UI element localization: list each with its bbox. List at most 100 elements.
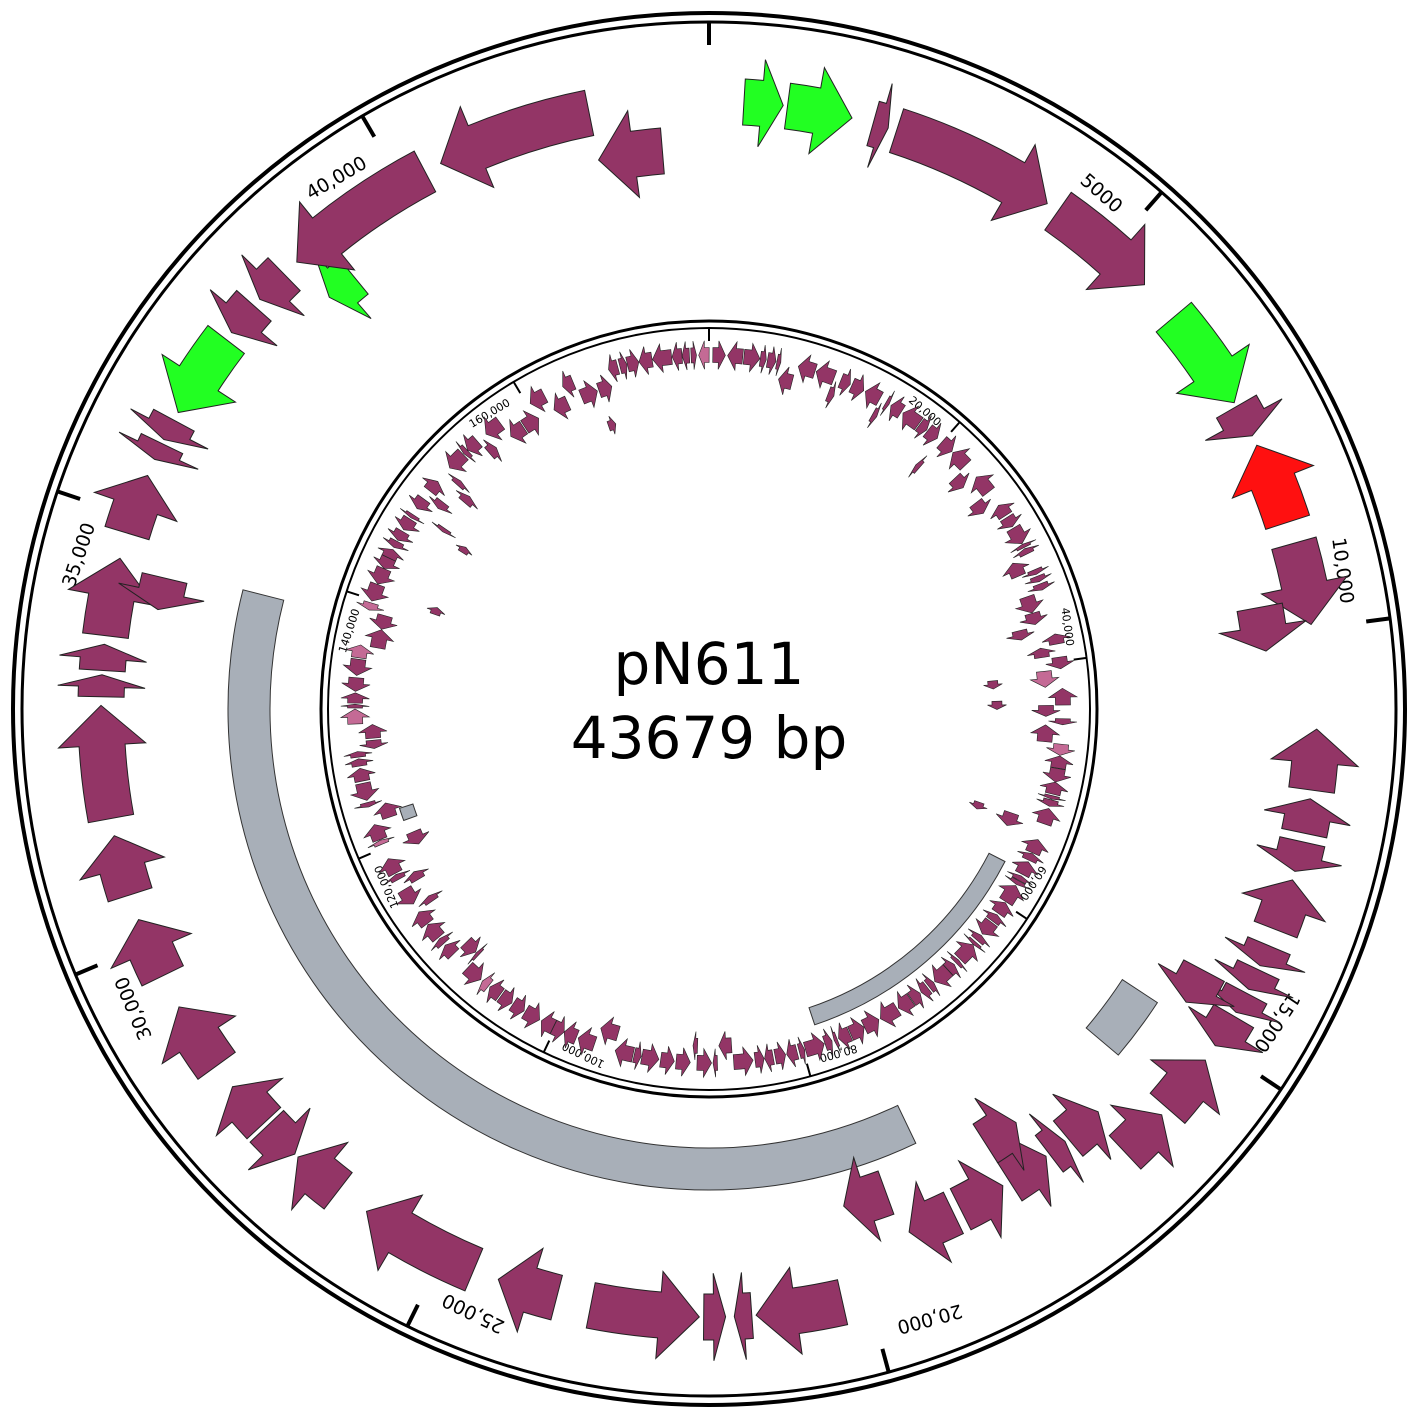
- inner-gene-arrow: [418, 890, 443, 908]
- inner-gene-arrow: [373, 802, 403, 820]
- inner-gene-arrow: [1031, 808, 1061, 827]
- inner-gene-arrow: [712, 340, 726, 370]
- gene-arrow: [209, 289, 278, 347]
- inner-tick: [950, 421, 961, 433]
- inner-gene-arrow: [1042, 766, 1071, 783]
- mobile-element-region: [227, 589, 917, 1191]
- gene-arrow: [1157, 959, 1235, 1007]
- inner-gene-arrow: [358, 724, 388, 740]
- inner-gene-arrow: [998, 885, 1025, 907]
- inner-gene-arrow: [496, 987, 515, 1011]
- inner-gene-arrow: [345, 644, 374, 660]
- inner-gene-arrow: [967, 928, 991, 948]
- inner-gene-arrow: [359, 739, 389, 749]
- inner-gene-arrow: [995, 810, 1024, 826]
- inner-gene-arrow: [431, 521, 456, 539]
- inner-gene-arrow: [796, 1036, 806, 1065]
- gene-arrow: [497, 1247, 564, 1334]
- inner-gene-arrow: [367, 836, 395, 849]
- gene-arrow: [1214, 958, 1294, 999]
- inner-gene-arrow: [387, 527, 414, 543]
- gene-arrow: [1044, 191, 1146, 291]
- inner-gene-arrow: [888, 396, 906, 422]
- inner-gene-arrow: [400, 508, 425, 525]
- inner-gene-arrow: [578, 379, 598, 409]
- inner-gene-arrow: [486, 979, 505, 1003]
- inner-gene-arrow: [880, 1000, 902, 1028]
- inner-gene-arrow: [936, 435, 957, 458]
- inner-gene-arrow: [987, 700, 1007, 710]
- inner-gene-arrow: [954, 941, 978, 965]
- inner-gene-arrow: [606, 415, 617, 435]
- inner-gene-arrow: [520, 410, 539, 437]
- inner-gene-arrow: [970, 474, 995, 497]
- gene-arrow: [908, 1180, 965, 1264]
- inner-gene-arrow: [848, 374, 865, 401]
- gene-arrow: [57, 704, 147, 824]
- inner-gene-arrow: [411, 909, 437, 929]
- gene-arrow: [1269, 728, 1360, 794]
- inner-gene-arrow: [1006, 628, 1035, 641]
- gene-arrow: [1264, 798, 1351, 839]
- inner-gene-arrow: [445, 448, 469, 473]
- inner-gene-arrow: [378, 858, 406, 878]
- inner-gene-arrow: [901, 405, 924, 431]
- gene-arrow: [733, 1272, 754, 1360]
- inner-gene-arrow: [879, 390, 895, 416]
- outer-tick: [405, 1303, 420, 1328]
- inner-gene-arrow: [426, 607, 446, 617]
- gene-arrow: [1224, 936, 1306, 973]
- inner-gene-arrow: [997, 513, 1022, 530]
- inner-gene-arrow: [838, 1022, 853, 1050]
- inner-gene-arrow: [521, 1002, 540, 1029]
- resistance-gene-arrow: [1231, 444, 1315, 531]
- inner-tick: [1015, 910, 1028, 920]
- inner-gene-arrow: [509, 418, 529, 444]
- gene-arrow: [1028, 1113, 1084, 1183]
- inner-gene-arrow: [860, 1010, 880, 1038]
- gene-arrow: [949, 1159, 1004, 1240]
- inner-gene-arrow: [354, 800, 382, 809]
- outer-tick-label: 25,000: [439, 1289, 508, 1338]
- outer-tick: [74, 963, 99, 977]
- inner-gene-arrow: [1010, 539, 1037, 553]
- inner-tick: [358, 852, 371, 860]
- inner-gene-arrow: [847, 1016, 865, 1045]
- gene-arrow: [1188, 1003, 1264, 1054]
- outer-tick: [360, 114, 377, 138]
- gene-arrow: [78, 835, 166, 903]
- inner-gene-arrow: [395, 885, 422, 905]
- inner-gene-arrow: [562, 370, 577, 398]
- inner-gene-arrow: [343, 751, 373, 759]
- gene-arrow: [118, 572, 205, 611]
- gene-arrow: [59, 643, 147, 673]
- inner-gene-arrow: [692, 1031, 699, 1061]
- inner-gene-arrow: [778, 366, 795, 395]
- gene-arrow: [1052, 1093, 1112, 1160]
- inner-gene-arrow: [596, 374, 613, 403]
- inner-gene-arrow: [455, 490, 478, 510]
- inner-gene-arrow: [422, 477, 445, 497]
- outer-tick: [1144, 190, 1164, 212]
- inner-gene-arrow: [625, 349, 640, 378]
- inner-gene-arrow: [946, 951, 968, 972]
- gene-arrow: [247, 1107, 311, 1171]
- outer-tick-label: 30,000: [111, 973, 157, 1043]
- inner-gene-arrow: [394, 514, 420, 532]
- inner-gene-arrow: [577, 1026, 598, 1056]
- inner-gene-arrow: [1019, 610, 1048, 625]
- gene-arrow: [161, 1006, 237, 1080]
- inner-gene-arrow: [698, 340, 710, 370]
- inner-gene-arrow: [1027, 580, 1055, 592]
- gene-arrow: [1217, 602, 1307, 652]
- inner-gene-arrow: [671, 342, 683, 371]
- inner-gene-arrow: [448, 473, 470, 493]
- inner-gene-arrow: [617, 351, 628, 380]
- highlight-gene-arrow: [161, 324, 246, 414]
- inner-gene-arrow: [837, 368, 851, 396]
- inner-gene-arrow: [382, 537, 409, 551]
- outer-tick: [1259, 1074, 1283, 1092]
- inner-gene-arrow: [339, 708, 371, 725]
- inner-gene-arrow: [786, 1039, 800, 1068]
- inner-gene-arrow: [773, 1041, 786, 1070]
